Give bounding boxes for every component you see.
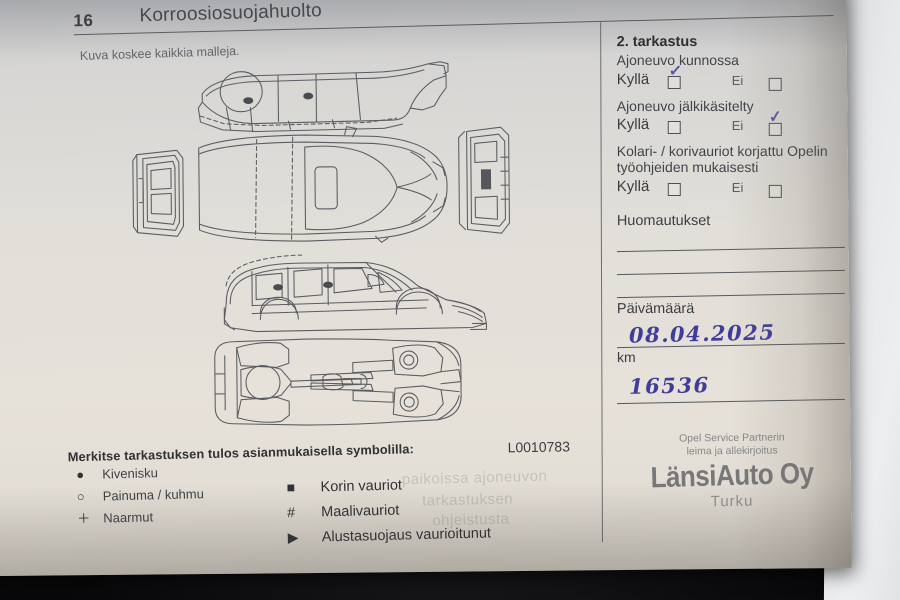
yes-label-2: Kyllä [616,116,650,134]
notes-writing-line[interactable] [616,292,845,298]
diagram-chassis-underside [214,338,462,426]
legend-item: ＋ Naarmut [77,508,205,533]
service-booklet-page: 16 Korroosiosuojahuolto Kuva koskee kaik… [0,0,852,577]
question-label-1: Ajoneuvo kunnossa [616,51,739,69]
checkbox-yes-2[interactable] [667,121,681,135]
yes-label-1: Kyllä [616,70,650,88]
legend-item-label: Korin vauriot [320,477,403,496]
hollow-circle-icon: ○ [76,488,85,505]
question-label-3: Kolari- / korivauriot korjattu Opelin ty… [616,143,828,176]
no-label-3: Ei [731,179,744,195]
yes-label-3: Kyllä [616,177,650,195]
page-title: Korroosiosuojahuolto [139,0,323,27]
km-label: km [616,348,636,365]
answer-row-3: Kyllä Ei [617,177,847,203]
legend-item: ● Kivenisku [76,464,204,489]
inspection-form: 2. tarkastus Ajoneuvo kunnossa Kyllä ✓ E… [617,34,847,510]
legend-item-label: Maalivauriot [320,502,400,521]
right-triangle-icon: ▶ [287,528,299,546]
no-label-1: Ei [731,72,744,88]
legend-item: ▶ Alustasuojaus vaurioitunut [288,525,492,555]
filled-square-icon: ■ [286,479,296,496]
question-label-2: Ajoneuvo jälkikäsitelty [616,97,754,114]
dealer-stamp-city: Turku [710,492,754,511]
answer-row-2: Kyllä Ei ✓ [616,109,847,141]
checkbox-no-3[interactable] [768,184,782,198]
dealer-stamp-name: LänsiAuto Oy [650,455,814,494]
handwritten-km: 16536 [628,371,710,399]
column-divider [600,22,603,543]
notes-writing-line[interactable] [616,269,845,275]
km-value-field[interactable]: 16536 [617,365,847,403]
vehicle-diagrams [118,57,542,441]
date-label: Päivämäärä [616,300,695,317]
diagram-underbody-front [197,61,449,133]
legend-column-left: ● Kivenisku ○ Painuma / kuhmu ＋ Naarmut [76,464,205,533]
diagram-side-view [223,254,488,333]
notes-label: Huomautukset [616,212,711,229]
diagram-rear-view [132,149,185,237]
answer-row-1: Kyllä ✓ Ei [616,62,847,96]
symbol-legend: Merkitse tarkastuksen tulos asianmukaise… [68,438,540,559]
checkbox-yes-3[interactable] [667,182,681,196]
diagram-top-view [198,126,448,243]
page-number: 16 [73,11,94,31]
legend-item-label: Alustasuojaus vaurioitunut [321,525,492,546]
legend-item-label: Kivenisku [102,465,159,482]
legend-column-right: ■ Korin vauriot # Maalivauriot ▶ Alustas… [286,475,491,555]
pen-check-mark-yes-1: ✓ [668,62,683,81]
legend-item-label: Naarmut [103,509,154,526]
plus-icon: ＋ [77,510,91,527]
legend-item: ○ Painuma / kuhmu [77,486,205,511]
handwritten-date: 08.04.2025 [628,319,776,348]
document-code: L0010783 [507,438,571,456]
filled-circle-icon: ● [76,466,85,483]
notes-writing-line[interactable] [616,246,845,252]
checkbox-no-1[interactable] [768,77,782,91]
form-title: 2. tarkastus [616,33,698,51]
diagram-front-view [458,126,510,234]
no-label-2: Ei [731,118,744,134]
pen-check-mark-no-2: ✓ [767,108,783,127]
hash-icon: # [286,504,296,521]
legend-item-label: Painuma / kuhmu [102,486,205,504]
